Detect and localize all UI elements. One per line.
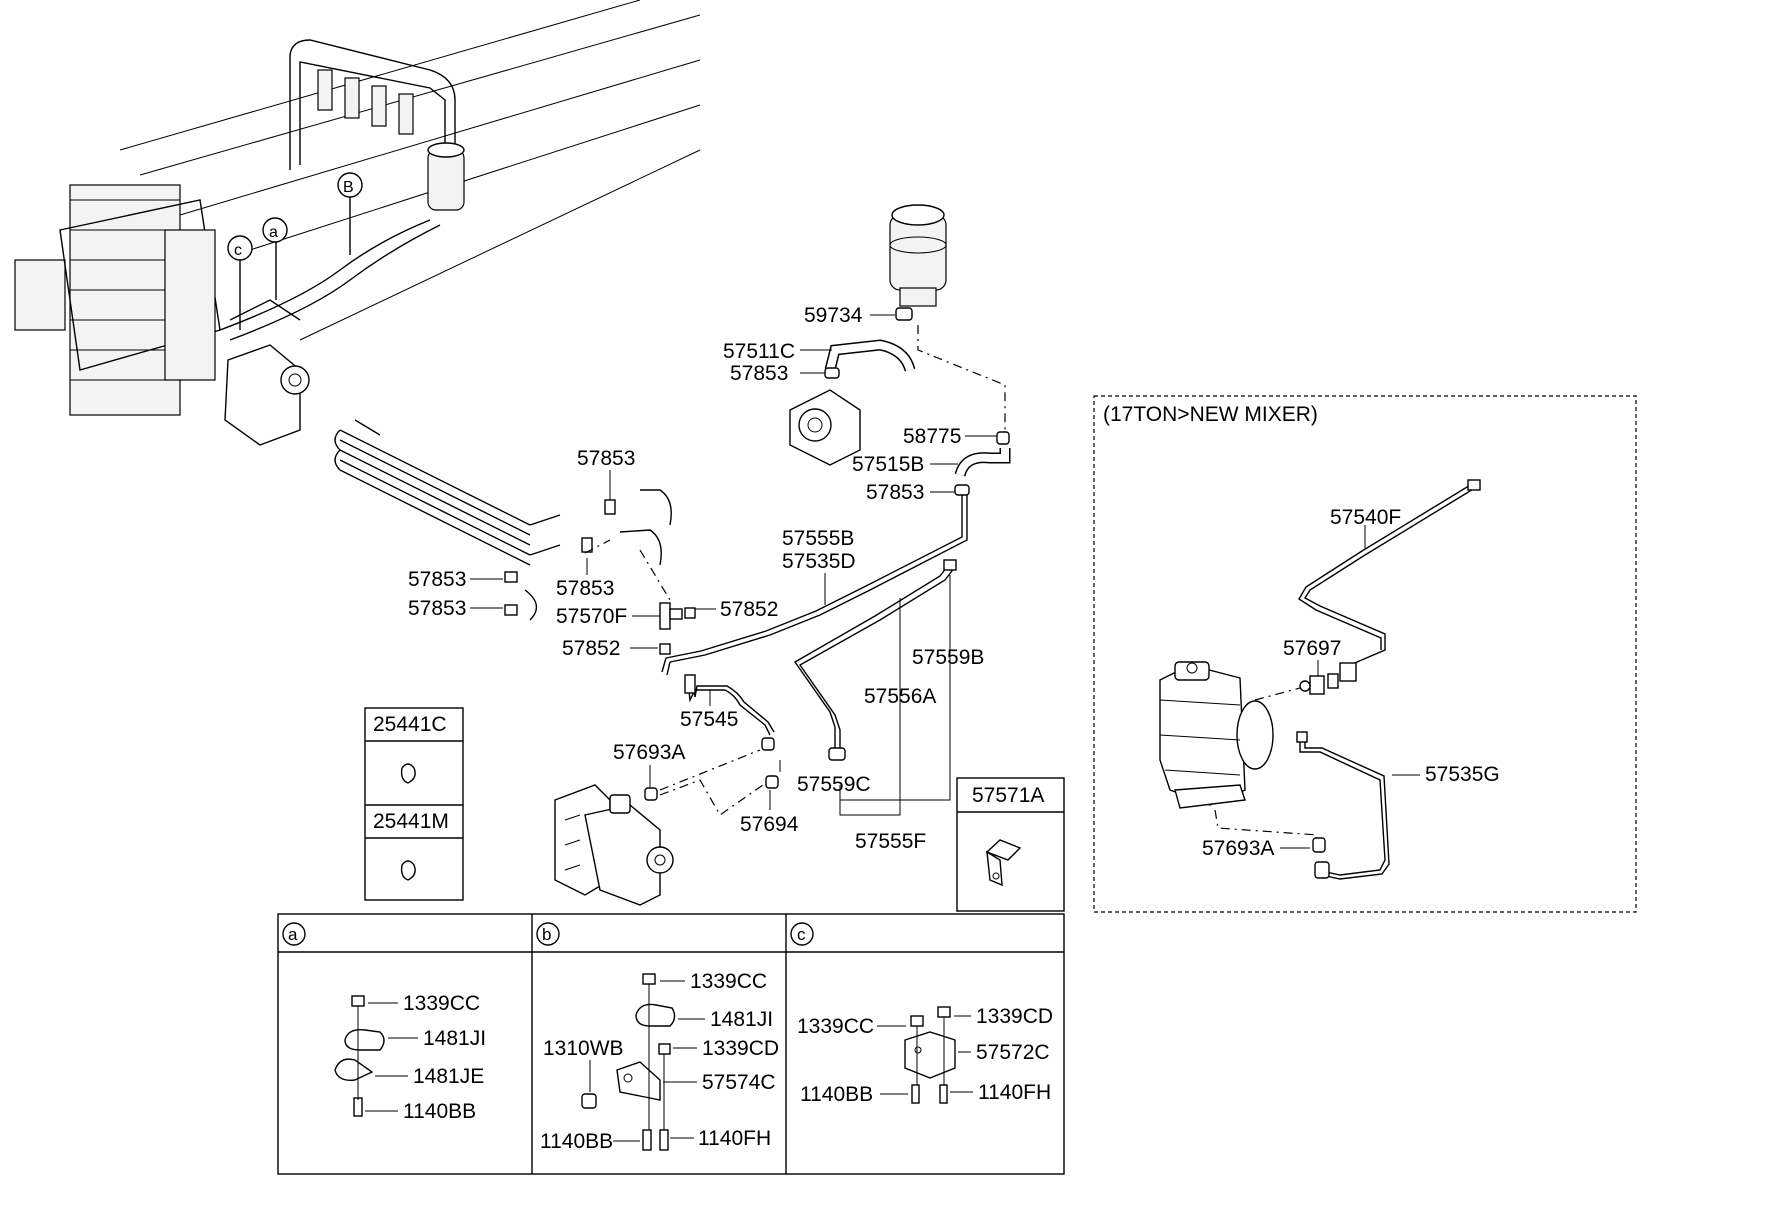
callout-57559c: 57559C — [797, 773, 871, 796]
detail-a-parts: 1339CC 1481JI 1481JE 1140BB — [334, 992, 486, 1123]
callout-57853-b: 57853 — [866, 481, 924, 504]
detail-c-header: c — [797, 925, 806, 944]
detail-a-label-1339cc: 1339CC — [403, 992, 480, 1015]
callout-57853-f: 57853 — [408, 597, 466, 620]
mixer-box-title: (17TON>NEW MIXER) — [1103, 403, 1318, 426]
detail-b-label-1310wb: 1310WB — [543, 1037, 624, 1060]
callout-57559b: 57559B — [912, 646, 984, 669]
detail-c-label-1339cd: 1339CD — [976, 1005, 1053, 1028]
mixer-label-57697: 57697 — [1283, 637, 1341, 660]
clip-table: 25441C 25441M — [364, 707, 464, 901]
marker-b: B — [343, 179, 354, 196]
clip-label-25441c: 25441C — [373, 713, 447, 736]
detail-a-header: a — [288, 925, 298, 944]
callout-58775: 58775 — [903, 425, 961, 448]
callout-57852-a: 57852 — [720, 598, 778, 621]
callout-57555f: 57555F — [855, 830, 926, 853]
detail-b-parts: 1339CC 1481JI 1310WB 1339CD 57574C 1140B… — [540, 970, 779, 1153]
bracket-box-label: 57571A — [972, 784, 1044, 807]
detail-panels: a b c 1339CC 1481JI 1481JE 1140BB — [277, 913, 1065, 1175]
detail-b-header: b — [542, 925, 551, 944]
mixer-box: (17TON>NEW MIXER) 57540F 57697 — [1093, 395, 1637, 913]
callout-57853-a: 57853 — [730, 362, 788, 385]
detail-b-label-57574c: 57574C — [702, 1071, 776, 1094]
callout-57556a: 57556A — [864, 685, 936, 708]
mixer-label-57540f: 57540F — [1330, 506, 1401, 529]
mixer-label-57535g: 57535G — [1425, 763, 1500, 786]
callout-57535d: 57535D — [782, 550, 856, 573]
truck-chassis-overview: a c B — [14, 0, 701, 446]
callout-57852-b: 57852 — [562, 637, 620, 660]
mixer-gearbox — [1159, 661, 1274, 809]
detail-b-label-1339cc: 1339CC — [690, 970, 767, 993]
marker-c: c — [234, 242, 242, 259]
detail-b-label-1481ji: 1481JI — [710, 1008, 773, 1031]
callout-57853-c: 57853 — [577, 447, 635, 470]
mixer-label-57693a: 57693A — [1202, 837, 1274, 860]
detail-b-label-1339cd: 1339CD — [702, 1037, 779, 1060]
callout-57545: 57545 — [680, 708, 738, 731]
detail-c-label-1339cc: 1339CC — [797, 1015, 874, 1038]
reservoir-and-pump — [789, 204, 1011, 496]
detail-a-label-1140bb: 1140BB — [403, 1100, 476, 1123]
callout-labels: 59734 57511C 57853 58775 57515B 57853 57… — [408, 304, 997, 853]
callout-57555b: 57555B — [782, 527, 854, 550]
bracket-box: 57571A — [956, 777, 1065, 912]
detail-c-label-1140bb: 1140BB — [800, 1083, 873, 1106]
callout-57570f: 57570F — [556, 605, 627, 628]
detail-c-parts: 1339CC 1339CD 57572C 1140BB 1140FH — [797, 1005, 1053, 1106]
marker-a: a — [269, 224, 278, 241]
callout-57693a: 57693A — [613, 741, 685, 764]
detail-b-label-1140bb: 1140BB — [540, 1130, 613, 1153]
clip-icon-bottom — [400, 860, 416, 881]
clip-label-25441m: 25441M — [373, 810, 449, 833]
mixer-fitting-57697 — [1299, 662, 1357, 695]
detail-c-label-57572c: 57572C — [976, 1041, 1050, 1064]
clip-icon-top — [400, 763, 416, 784]
callout-57853-e: 57853 — [556, 577, 614, 600]
detail-a-label-1481je: 1481JE — [413, 1065, 484, 1088]
callout-57511c: 57511C — [723, 340, 795, 363]
callout-57853-d: 57853 — [408, 568, 466, 591]
oil-cooler-assembly — [334, 419, 696, 655]
steering-gearbox — [554, 784, 674, 906]
detail-c-label-1140fh: 1140FH — [978, 1081, 1051, 1104]
bracket-icon — [985, 839, 1022, 887]
detail-b-label-1140fh: 1140FH — [698, 1127, 771, 1150]
callout-57694: 57694 — [740, 813, 799, 836]
detail-a-label-1481ji: 1481JI — [423, 1027, 486, 1050]
callout-57515b: 57515B — [852, 453, 924, 476]
callout-59734: 59734 — [804, 304, 863, 327]
